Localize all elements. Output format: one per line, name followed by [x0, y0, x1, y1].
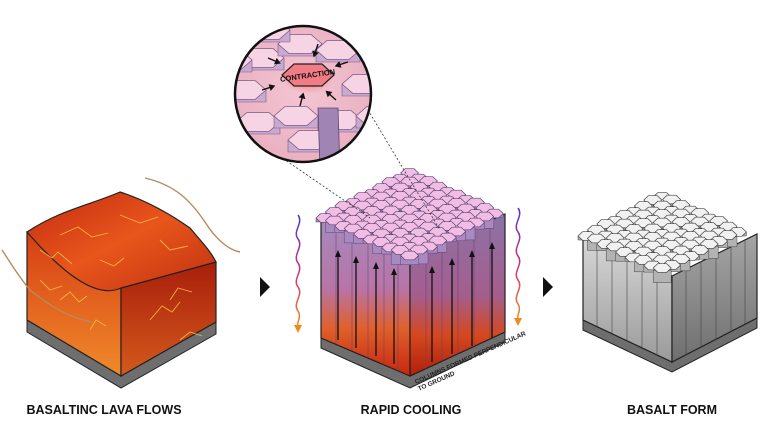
zoom-center-hex — [281, 63, 335, 87]
stage-arrow-1-icon — [260, 277, 270, 297]
flow-line-left — [1, 249, 93, 323]
contraction-arrow-head-icon — [273, 57, 281, 65]
zoom-column-top — [235, 80, 267, 100]
lava-veins — [39, 214, 203, 341]
zoom-connector-right — [367, 109, 441, 231]
basalt-block — [577, 192, 758, 373]
upward-arrow-head-icon — [391, 268, 397, 275]
cooling-column-top — [400, 250, 420, 261]
zoom-column-top — [341, 74, 371, 94]
contraction-arrow-head-icon — [334, 61, 342, 68]
heat-wave-left — [295, 214, 301, 328]
upward-arrow-head-icon — [469, 250, 475, 257]
upward-arrow-head-icon — [335, 250, 341, 257]
upward-arrow-head-icon — [373, 262, 379, 269]
heat-wave-left-arrowhead-icon — [294, 325, 302, 333]
cooling-block: COLUMNS FORMED PERPENDICULAR TO GROUND — [294, 168, 527, 393]
upward-arrow-head-icon — [429, 266, 435, 273]
basalt-column-edges — [596, 240, 746, 355]
zoom-column-top — [273, 106, 319, 126]
contraction-arrows — [261, 43, 349, 107]
stage-label-lava: BASALTINC LAVA FLOWS — [26, 403, 181, 417]
stage-label-basalt: BASALT FORM — [627, 403, 717, 417]
flow-line-right — [144, 177, 241, 253]
perpendicular-arrows — [335, 242, 495, 364]
upward-arrow-head-icon — [489, 242, 495, 249]
contraction-arrow-head-icon — [325, 90, 333, 98]
stage-label-cooling: RAPID COOLING — [361, 403, 462, 417]
heat-wave-right-arrowhead-icon — [514, 318, 522, 326]
contraction-arrow-head-icon — [312, 50, 319, 58]
basalt-hex-top — [577, 192, 747, 283]
heat-wave-right — [515, 207, 521, 321]
cooling-hex-top — [315, 168, 504, 265]
stage-arrow-2-icon — [543, 277, 553, 297]
contraction-arrow-head-icon — [298, 92, 306, 100]
lava-top-surface — [26, 191, 217, 292]
basalt-column-top — [652, 263, 672, 273]
basalt-right-face — [671, 233, 758, 363]
upward-arrow-head-icon — [449, 258, 455, 265]
column-edges — [335, 221, 491, 371]
upward-arrow-head-icon — [353, 256, 359, 263]
contraction-zoom: CONTRACTION — [233, 24, 373, 164]
contraction-arrow-head-icon — [268, 84, 276, 91]
lava-block — [1, 177, 241, 389]
